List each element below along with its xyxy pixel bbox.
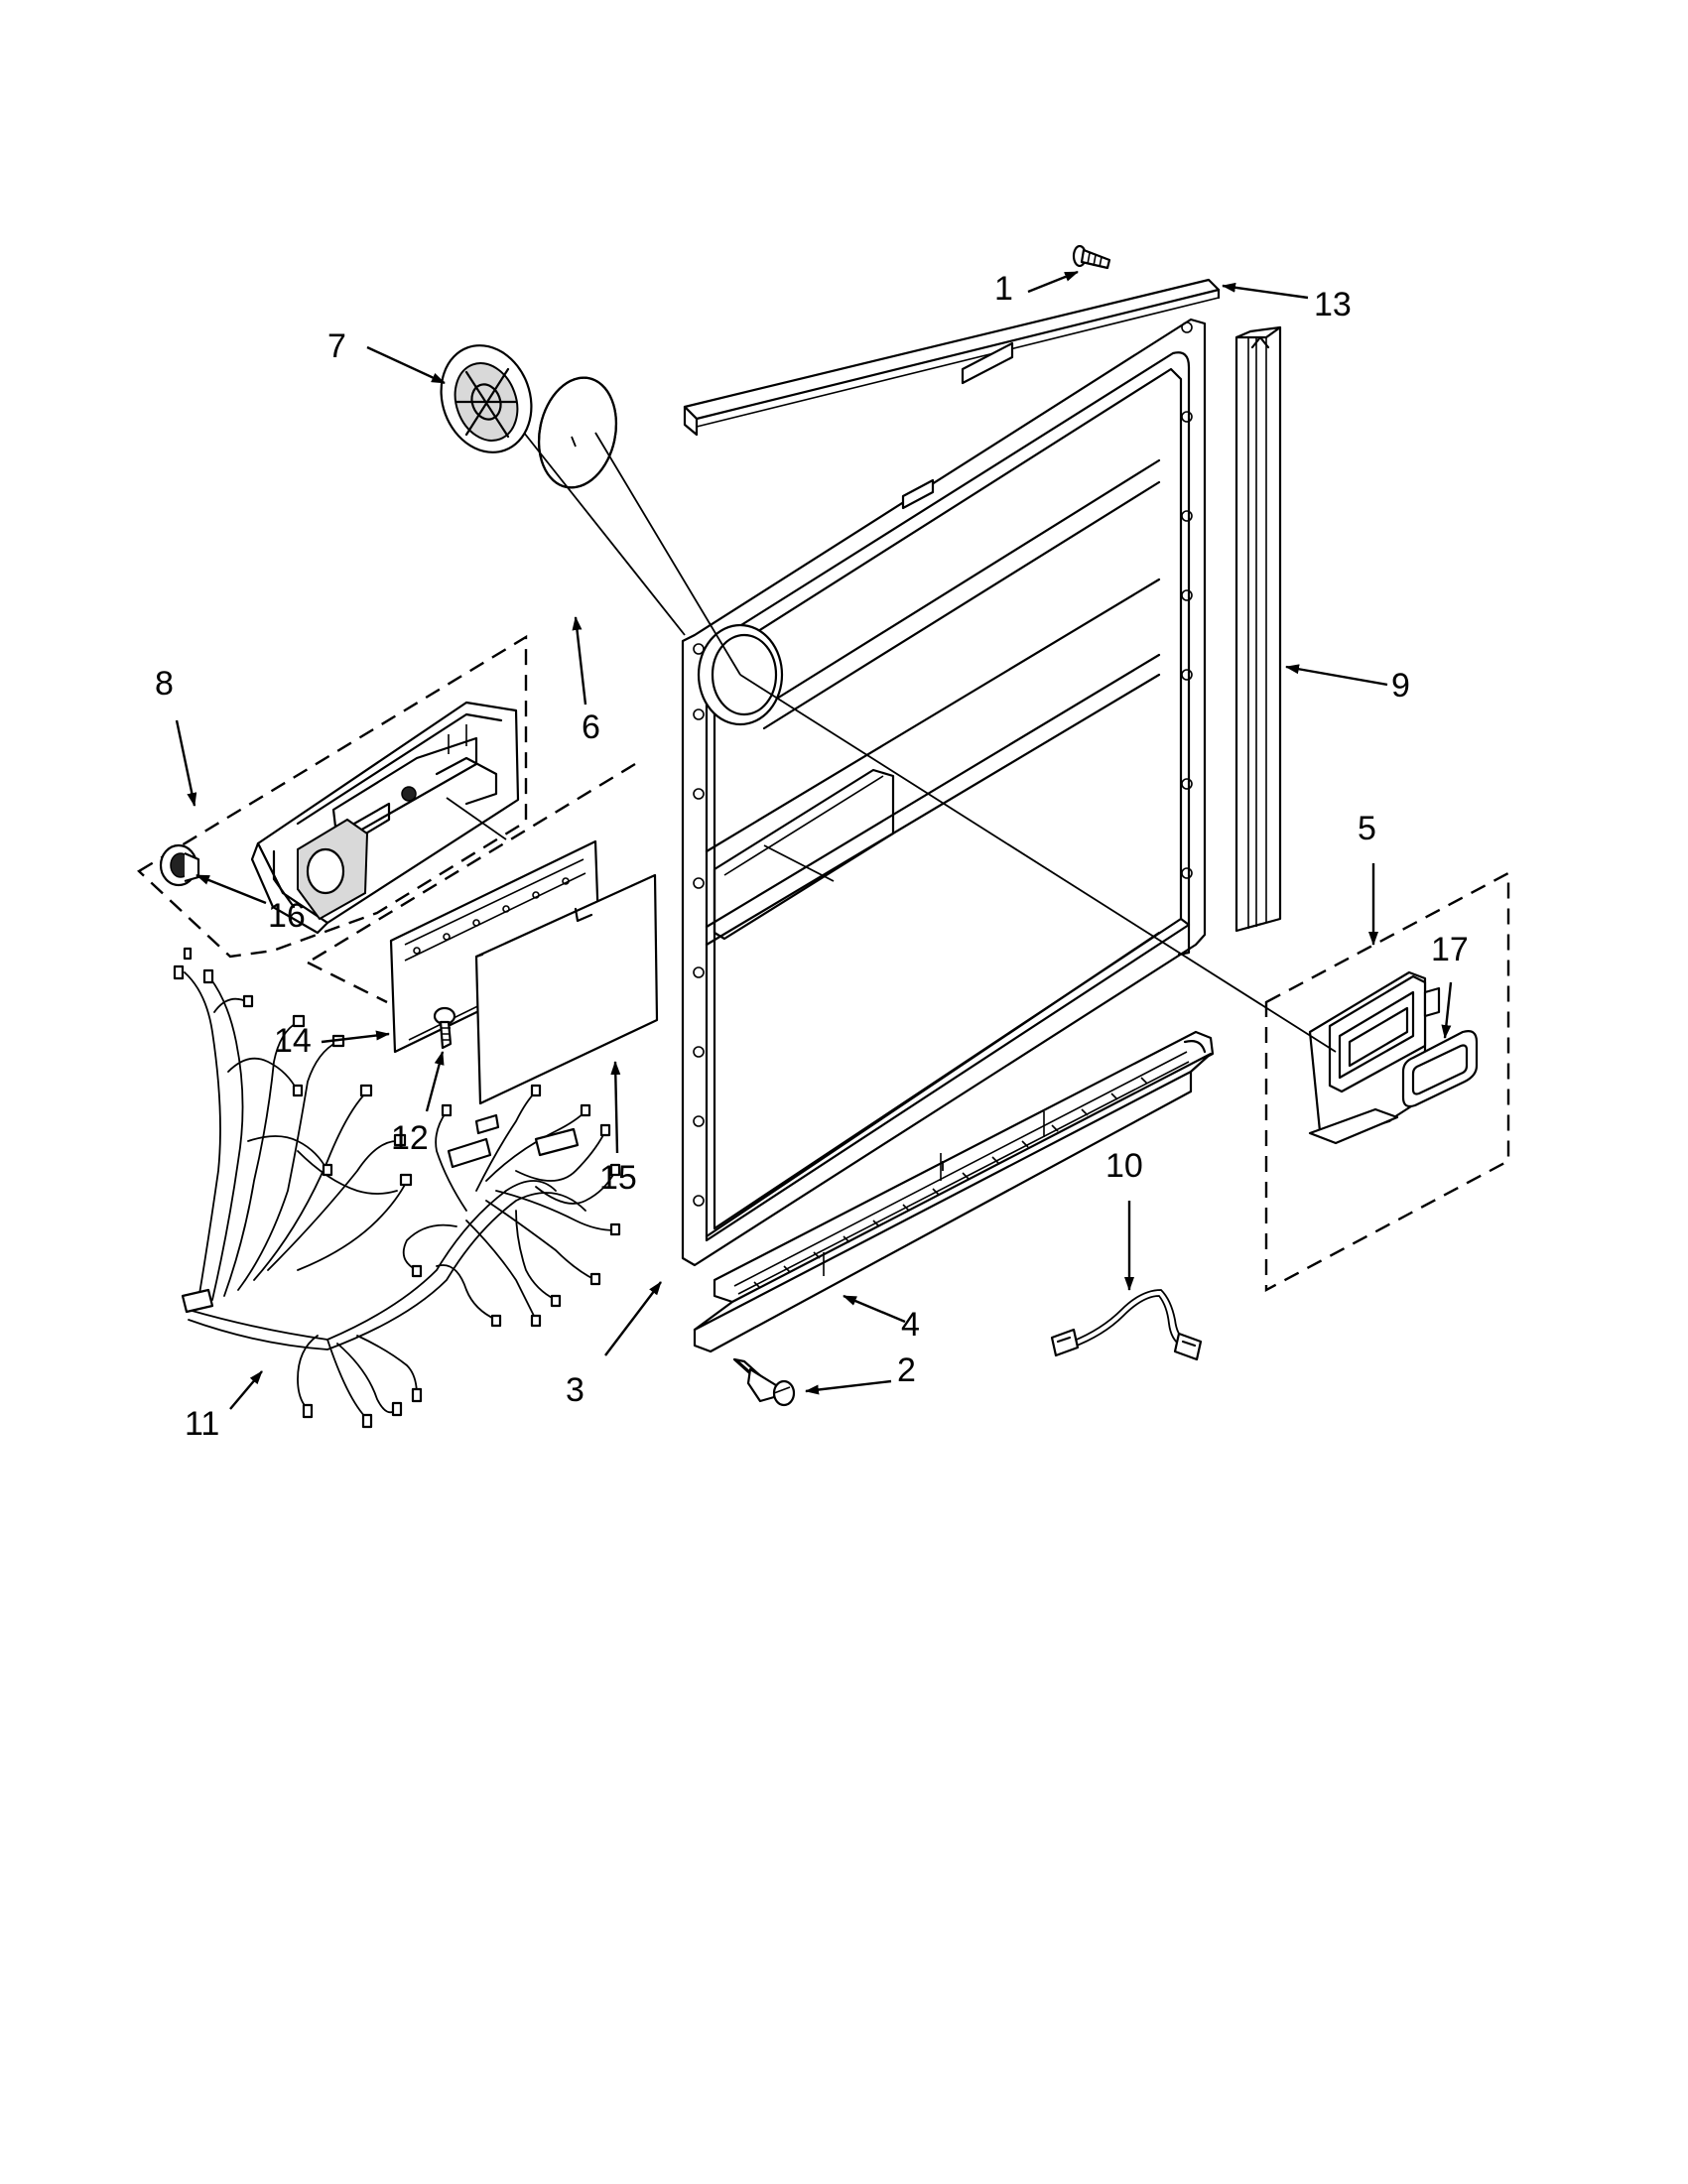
top-trim-strip (683, 278, 1221, 437)
screw-bottom (732, 1357, 796, 1407)
callout-labels: 1 13 7 6 9 8 16 5 17 14 12 15 10 4 3 2 1… (155, 270, 1469, 1443)
callout-8: 8 (155, 665, 174, 703)
callout-3: 3 (566, 1371, 584, 1409)
callout-5: 5 (1358, 810, 1376, 847)
vent-duct-assembly (1264, 871, 1510, 1292)
callout-11: 11 (185, 1405, 219, 1443)
duct-gasket (1401, 1030, 1479, 1108)
inner-door-panel (681, 318, 1207, 1267)
vent-cover (440, 344, 533, 453)
callout-9: 9 (1391, 667, 1410, 705)
callout-16: 16 (268, 897, 306, 935)
gasket-ring (537, 376, 618, 489)
callout-15: 15 (599, 1159, 637, 1197)
wire-jumper (1050, 1289, 1203, 1361)
wiring-harness (173, 947, 621, 1429)
bottom-vent-strip (693, 1030, 1215, 1353)
side-gasket (1234, 325, 1282, 933)
callout-arrows (175, 270, 1453, 1410)
callout-4: 4 (901, 1306, 920, 1344)
callout-12: 12 (391, 1119, 429, 1157)
screw-top (1072, 244, 1111, 270)
leader-lines (446, 432, 1337, 1171)
callout-6: 6 (582, 708, 600, 746)
knob (159, 843, 200, 887)
callout-17: 17 (1431, 931, 1469, 968)
callout-2: 2 (897, 1351, 916, 1389)
callout-10: 10 (1105, 1147, 1143, 1185)
control-board-region (307, 762, 659, 1105)
callout-14: 14 (274, 1022, 312, 1060)
dispenser-assembly (137, 634, 528, 959)
callout-7: 7 (327, 327, 346, 365)
callout-13: 13 (1314, 286, 1352, 323)
callout-1: 1 (994, 270, 1013, 308)
